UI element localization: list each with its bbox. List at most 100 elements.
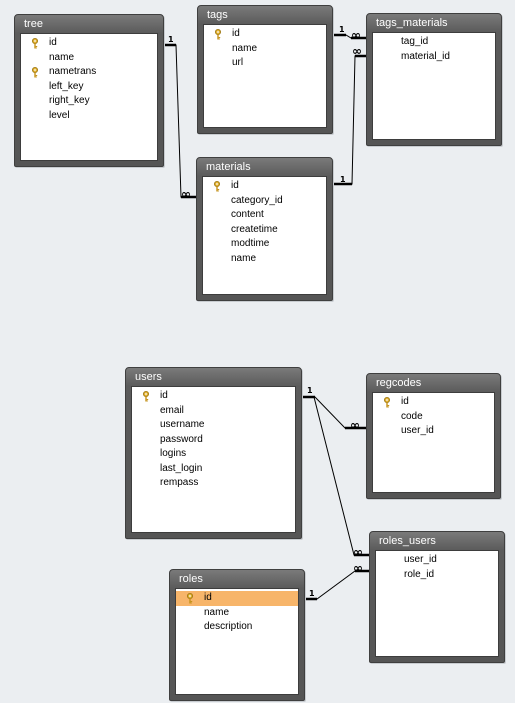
field-row[interactable]: id	[203, 179, 326, 194]
field-row[interactable]: user_id	[373, 424, 494, 439]
field-row[interactable]: id	[204, 27, 326, 42]
table-tags-materials[interactable]: tags_materials tag_id material_id	[366, 13, 502, 146]
cardinality-many: ∞	[181, 187, 191, 201]
field-row[interactable]: id	[132, 389, 295, 404]
field-row[interactable]: id	[373, 395, 494, 410]
field-row[interactable]: id	[21, 36, 157, 51]
field-name: category_id	[231, 194, 283, 206]
relationship-line-tree-materials	[162, 44, 196, 198]
field-name: username	[160, 419, 205, 430]
cardinality-one: 1	[340, 175, 346, 184]
field-row[interactable]: name	[204, 42, 326, 57]
cardinality-one: 1	[309, 589, 315, 598]
field-row[interactable]: name	[203, 252, 326, 267]
table-users[interactable]: users id email username password logins last_…	[125, 367, 302, 539]
field-row[interactable]: category_id	[203, 194, 326, 209]
field-row[interactable]: role_id	[376, 568, 498, 583]
field-row[interactable]: modtime	[203, 237, 326, 252]
primary-key-icon	[31, 67, 39, 78]
field-row[interactable]: name	[176, 606, 298, 621]
field-row[interactable]: content	[203, 208, 326, 223]
field-row[interactable]: user_id	[376, 553, 498, 568]
field-name: name	[49, 51, 75, 63]
field-name: nametrans	[49, 66, 97, 77]
field-row[interactable]: createtime	[203, 223, 326, 238]
table-field-list: user_id role_id	[375, 550, 499, 657]
field-name: id	[231, 180, 239, 191]
field-row[interactable]: left_key	[21, 80, 157, 95]
field-name: id	[160, 390, 168, 401]
field-name: logins	[160, 448, 187, 459]
field-row[interactable]: username	[132, 418, 295, 433]
primary-key-icon	[186, 593, 194, 604]
field-name: id	[401, 396, 409, 407]
field-name: right_key	[49, 95, 90, 106]
field-name: id	[232, 28, 240, 39]
field-row[interactable]: name	[21, 51, 157, 66]
field-row[interactable]: code	[373, 410, 494, 425]
field-name: user_id	[404, 554, 437, 565]
field-row[interactable]: last_login	[132, 462, 295, 477]
table-title: tags_materials	[376, 17, 448, 29]
field-name: rempass	[160, 477, 199, 488]
field-name: role_id	[404, 568, 435, 580]
cardinality-one: 1	[307, 386, 313, 395]
field-name: user_id	[401, 425, 434, 436]
table-field-list: tag_id material_id	[372, 32, 496, 140]
field-row[interactable]: nametrans	[21, 65, 157, 80]
primary-key-icon	[214, 29, 222, 40]
cardinality-many: ∞	[353, 545, 363, 559]
field-name: left_key	[49, 80, 84, 92]
field-row[interactable]: rempass	[132, 476, 295, 491]
field-row[interactable]: description	[176, 620, 298, 635]
table-title: tags	[207, 9, 228, 21]
field-name: url	[232, 57, 244, 68]
primary-key-icon	[213, 181, 221, 192]
field-row[interactable]: tag_id	[373, 35, 495, 50]
field-name: description	[204, 621, 253, 632]
field-name: createtime	[231, 223, 278, 235]
field-name: material_id	[401, 50, 450, 62]
relationship-line-materials-tags-materials	[331, 55, 366, 185]
field-row[interactable]: email	[132, 404, 295, 419]
field-name: email	[160, 404, 184, 416]
field-row[interactable]: material_id	[373, 50, 495, 65]
field-row[interactable]: id	[176, 591, 298, 606]
table-title: materials	[206, 161, 251, 173]
cardinality-many: ∞	[351, 28, 361, 42]
table-title: users	[135, 371, 162, 383]
cardinality-many: ∞	[350, 418, 360, 432]
field-name: name	[204, 606, 230, 618]
field-name: content	[231, 209, 264, 220]
field-name: password	[160, 433, 203, 445]
table-title: regcodes	[376, 377, 422, 389]
field-name: level	[49, 109, 70, 121]
field-row[interactable]: url	[204, 56, 326, 71]
field-name: id	[49, 37, 57, 48]
field-row[interactable]: right_key	[21, 94, 157, 109]
primary-key-icon	[142, 391, 150, 402]
cardinality-many: ∞	[353, 561, 363, 575]
field-row[interactable]: logins	[132, 447, 295, 462]
field-row[interactable]: level	[21, 109, 157, 124]
field-name: name	[231, 252, 257, 264]
cardinality-one: 1	[339, 25, 345, 34]
table-title: tree	[24, 18, 43, 30]
table-title: roles_users	[379, 535, 436, 547]
field-name: modtime	[231, 238, 270, 249]
primary-key-icon	[383, 397, 391, 408]
field-row[interactable]: password	[132, 433, 295, 448]
field-name: tag_id	[401, 36, 429, 47]
table-roles-users[interactable]: roles_users user_id role_id	[369, 531, 505, 663]
